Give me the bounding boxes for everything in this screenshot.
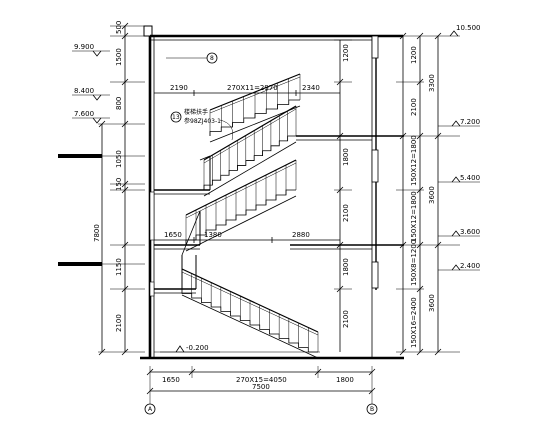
mid-dim-left: 1650 bbox=[164, 231, 182, 239]
bottom-elevation-value: -0.200 bbox=[186, 344, 209, 352]
left-note-block-1 bbox=[58, 154, 102, 158]
flight-2-treads bbox=[185, 189, 296, 245]
bottom-dimension-lines: 1650 270X15=4050 1800 7500 bbox=[146, 366, 376, 398]
stair-note-line-2: 参98ZJ403-1 bbox=[184, 117, 221, 125]
left-dimension-chain: 500 1500 800 1050 150 7800 1150 2100 bbox=[93, 21, 145, 356]
bottom-dim-right: 1800 bbox=[336, 376, 354, 384]
right-elevation-2: 7.200 bbox=[460, 118, 480, 126]
flight-3-handrail bbox=[203, 105, 297, 161]
left-elevation-1: 9.900 bbox=[74, 43, 94, 51]
mid-dim-mid: 1380 bbox=[204, 231, 222, 239]
flight-1-soffit bbox=[181, 294, 319, 359]
inner-dim-1: 1200 bbox=[342, 44, 350, 62]
right-elevation-1: 10.500 bbox=[456, 24, 481, 32]
flight-3-rail-lower bbox=[203, 108, 297, 164]
left-dim-4: 1050 bbox=[115, 150, 123, 168]
flight-2-handrail bbox=[185, 159, 297, 216]
axis-bubble-a bbox=[144, 403, 156, 415]
left-dim-3: 800 bbox=[115, 97, 123, 110]
right-elevation-5: 2.400 bbox=[460, 262, 480, 270]
right-dim-6: 150X8=1200 bbox=[410, 240, 418, 286]
right-dim-9: 3600 bbox=[428, 294, 436, 312]
left-dim-6: 1150 bbox=[115, 258, 123, 276]
axis-markers: A B bbox=[144, 398, 378, 415]
top-dim-right: 2340 bbox=[302, 84, 320, 92]
right-dim-7: 150X16=2400 bbox=[410, 297, 418, 348]
top-dimension-line: 2190 270X11=2970 2340 bbox=[154, 84, 340, 96]
left-elevation-3: 7.600 bbox=[74, 110, 94, 118]
top-dim-left: 2190 bbox=[170, 84, 188, 92]
right-elevation-3: 5.400 bbox=[460, 174, 480, 182]
right-elevation-4: 3.600 bbox=[460, 228, 480, 236]
landing-rail bbox=[181, 210, 201, 256]
right-dim-8: 3600 bbox=[428, 186, 436, 204]
right-dimension-chains: 1200 2100 3300 150X12=1800 150X12=1800 1… bbox=[396, 32, 460, 356]
mid-dim-right: 2880 bbox=[292, 231, 310, 239]
left-elevation-marks: 9.900 8.400 7.600 bbox=[58, 43, 145, 266]
axis-label-a: A bbox=[148, 406, 153, 413]
section-marker: 8 bbox=[166, 52, 218, 64]
landing-rail bbox=[199, 155, 211, 161]
building-structure bbox=[140, 25, 404, 360]
left-dim-7: 2100 bbox=[115, 314, 123, 332]
top-dim-mid: 270X11=2970 bbox=[227, 84, 278, 92]
flight-3-treads bbox=[203, 135, 296, 190]
inner-dim-4: 1800 bbox=[342, 258, 350, 276]
left-dim-5: 150 bbox=[115, 178, 123, 191]
inner-dim-2: 1800 bbox=[342, 148, 350, 166]
right-dim-4: 150X12=1800 bbox=[410, 135, 418, 186]
stair-note-number: 13 bbox=[172, 114, 180, 121]
stair-flights bbox=[181, 73, 319, 359]
left-dim-2: 1500 bbox=[115, 48, 123, 66]
flight-2-soffit bbox=[185, 195, 297, 252]
flight-3-soffit bbox=[203, 141, 297, 197]
axis-bubble-b bbox=[366, 403, 378, 415]
right-dim-5: 150X12=1800 bbox=[410, 191, 418, 242]
right-elevation-marks: 10.500 7.200 5.400 3.600 2.400 bbox=[438, 24, 481, 271]
mid-dimension-line: 1650 1380 2880 bbox=[154, 231, 340, 243]
left-dim-1: 500 bbox=[115, 21, 123, 34]
right-dim-3: 3300 bbox=[428, 74, 436, 92]
left-note-block-2 bbox=[58, 262, 102, 266]
left-elevation-2: 8.400 bbox=[74, 87, 94, 95]
stair-note-marker: 13 楼梯扶手 参98ZJ403-1 bbox=[170, 108, 233, 141]
flight-4-soffit bbox=[209, 105, 301, 143]
bottom-dim-mid: 270X15=4050 bbox=[236, 376, 287, 384]
inner-dim-5: 2100 bbox=[342, 310, 350, 328]
right-dim-2: 2100 bbox=[410, 98, 418, 116]
bottom-dim-left: 1650 bbox=[162, 376, 180, 384]
right-dim-1: 1200 bbox=[410, 46, 418, 64]
bottom-dim-total: 7500 bbox=[252, 383, 270, 391]
inner-dim-3: 2100 bbox=[342, 204, 350, 222]
flight-2-rail-lower bbox=[185, 162, 297, 219]
axis-label-b: B bbox=[370, 406, 374, 413]
left-dim-total: 7800 bbox=[93, 224, 101, 242]
inner-dimension-chain: 1200 1800 2100 1800 2100 bbox=[334, 39, 352, 352]
section-marker-number: 8 bbox=[210, 55, 214, 62]
bottom-elevation-mark: -0.200 bbox=[160, 344, 220, 353]
stair-note-line-1: 楼梯扶手 bbox=[184, 108, 208, 116]
